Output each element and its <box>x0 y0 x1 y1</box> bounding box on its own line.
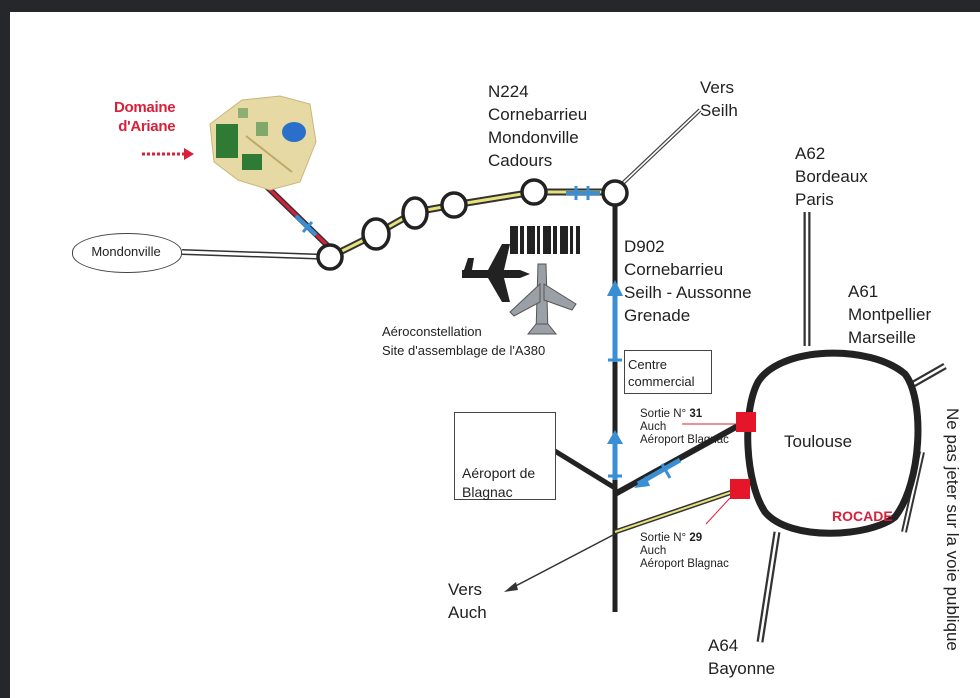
a62-line1: A62 <box>795 144 826 163</box>
sortie-29-prefix: Sortie N° <box>640 532 687 544</box>
n224-line1: N224 <box>488 82 529 101</box>
mondonville-label: Mondonville <box>91 244 161 259</box>
d902-line4: Grenade <box>624 306 691 325</box>
domaine-line2: d'Ariane <box>118 118 176 135</box>
sortie-31-label: Sortie N° 31 Auch Aéroport Blagnac <box>640 408 729 447</box>
sortie-31-marker <box>736 412 756 432</box>
rocade-label: ROCADE <box>832 508 893 524</box>
rocade-ring <box>744 349 922 537</box>
centre-commercial-line1: Centre <box>628 357 668 372</box>
map-frame: Domaine d'Ariane Mondonville N224 Corneb… <box>10 12 980 698</box>
d902-line3: Seilh - Aussonne <box>624 283 752 302</box>
aeroconstellation-line2: Site d'assemblage de l'A380 <box>382 343 546 358</box>
road-vers-auch <box>504 533 616 592</box>
road-domaine-link <box>257 177 333 251</box>
road-map <box>142 95 947 643</box>
road-mondonville <box>181 249 331 260</box>
road-a61 <box>908 362 947 390</box>
aeroport-box <box>454 412 556 500</box>
vers-seilh-line1: Vers <box>700 78 735 97</box>
sortie-31-number: 31 <box>689 408 703 420</box>
sortie-29-marker <box>730 479 750 499</box>
n224-label: N224 Cornebarrieu Mondonville Cadours <box>488 80 587 172</box>
a62-label: A62 Bordeaux Paris <box>795 142 868 211</box>
aeroport-line2: Blagnac <box>462 484 513 500</box>
road-east <box>901 451 925 533</box>
roundabout <box>361 217 391 251</box>
sortie-31-line3: Aéroport Blagnac <box>640 434 729 446</box>
route-arrows <box>294 186 682 488</box>
roundabout <box>440 191 468 219</box>
vers-seilh-line2: Seilh <box>700 101 738 120</box>
sortie-31-line2: Auch <box>640 421 667 433</box>
n224-line3: Mondonville <box>488 128 579 147</box>
airplane-dark-icon <box>462 244 530 302</box>
road-aeroport <box>548 445 617 491</box>
vers-auch-line1: Vers <box>448 580 483 599</box>
barcode-icon <box>510 226 580 254</box>
a62-line3: Paris <box>795 190 834 209</box>
sortie-29-number: 29 <box>689 532 703 544</box>
airplane-a380-icon <box>509 263 577 335</box>
aeroport-label: Aéroport de Blagnac <box>462 464 535 502</box>
a61-line3: Marseille <box>848 328 917 347</box>
roundabout <box>316 243 344 271</box>
aeroconstellation-line1: Aéroconstellation <box>382 324 482 339</box>
vers-auch-line2: Auch <box>448 603 487 622</box>
sortie-29-leader <box>705 497 731 525</box>
n224-line4: Cadours <box>488 151 553 170</box>
n224-line2: Cornebarrieu <box>488 105 588 124</box>
vers-auch-label: Vers Auch <box>448 578 487 624</box>
road-sortie-31 <box>613 419 747 497</box>
d902-label: D902 Cornebarrieu Seilh - Aussonne Grena… <box>624 235 752 327</box>
sortie-29-line2: Auch <box>640 545 667 557</box>
road-sortie-29 <box>614 487 739 535</box>
road-vers-seilh <box>620 108 702 186</box>
a64-label: A64 Bayonne <box>708 634 775 680</box>
a61-line1: A61 <box>848 282 879 301</box>
a61-label: A61 Montpellier Marseille <box>848 280 931 349</box>
road-a64 <box>756 531 781 643</box>
d902-line1: D902 <box>624 237 665 256</box>
domaine-illustration <box>209 95 317 191</box>
centre-commercial-label: Centre commercial <box>628 356 694 390</box>
roundabout <box>601 179 629 207</box>
roundabout <box>520 178 548 206</box>
a62-line2: Bordeaux <box>795 167 868 186</box>
side-note: Ne pas jeter sur la voie publique <box>943 408 962 651</box>
a61-line2: Montpellier <box>848 305 932 324</box>
sortie-29-label: Sortie N° 29 Auch Aéroport Blagnac <box>640 532 729 571</box>
centre-commercial-line2: commercial <box>628 374 695 389</box>
domaine-line1: Domaine <box>114 99 176 116</box>
aeroconstellation-label: Aéroconstellation Site d'assemblage de l… <box>382 322 545 360</box>
aeroport-line1: Aéroport de <box>462 465 536 481</box>
sortie-29-line3: Aéroport Blagnac <box>640 558 729 570</box>
d902-line2: Cornebarrieu <box>624 260 724 279</box>
roundabouts <box>316 178 629 271</box>
domaine-label: Domaine d'Ariane <box>114 98 176 136</box>
centre-commercial-box <box>624 350 712 394</box>
vers-seilh-label: Vers Seilh <box>700 76 738 122</box>
domaine-pointer-icon <box>142 148 194 160</box>
a64-line2: Bayonne <box>708 659 776 678</box>
sortie-31-prefix: Sortie N° <box>640 408 687 420</box>
roundabout <box>401 196 429 230</box>
a64-line1: A64 <box>708 636 739 655</box>
toulouse-label: Toulouse <box>784 432 853 451</box>
mondonville-node <box>72 233 182 273</box>
